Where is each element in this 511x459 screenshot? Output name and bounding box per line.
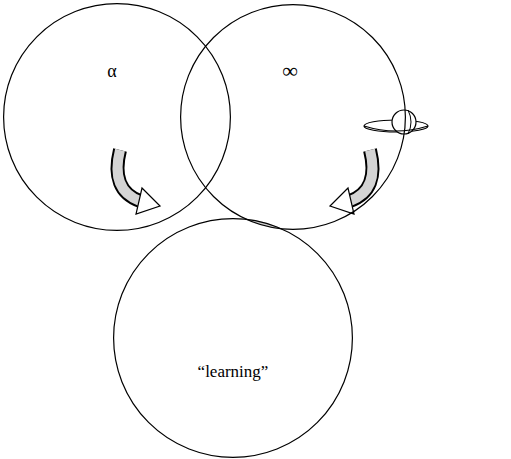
circle-outline xyxy=(180,4,406,230)
circle-label: ∞ xyxy=(282,59,298,83)
circle-outline xyxy=(113,218,353,458)
left-overlap-shade xyxy=(3,3,231,231)
right-overlap-shade xyxy=(180,4,406,230)
left-curved-arrow xyxy=(118,150,161,214)
planet-icon xyxy=(364,110,428,134)
overlap-shading xyxy=(3,3,406,231)
venn-circle: “learning” xyxy=(113,218,353,458)
right-curved-arrow xyxy=(330,150,373,214)
circle-outline xyxy=(3,3,231,231)
circle-label: α xyxy=(107,62,116,82)
venn-circle: α xyxy=(3,3,231,231)
venn-circle: ∞ xyxy=(180,4,406,230)
circle-label: “learning” xyxy=(198,363,269,382)
